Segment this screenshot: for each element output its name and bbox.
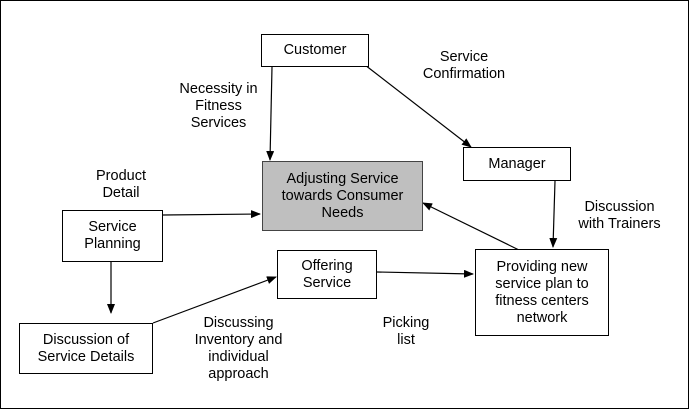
label-discussing-inventory: Discussing Inventory and individual appr… [194,315,283,382]
arrow-discussion-to-offering [152,276,277,324]
label-discussion-with-trainers: Discussion with Trainers [578,199,661,232]
arrow-customer-to-manager [364,64,472,148]
label-necessity-in-fitness-services: Necessity in Fitness Services [179,81,258,131]
node-customer: Customer [261,34,369,67]
label-product-detail: Product Detail [96,168,146,201]
node-offering-service: Offering Service [277,250,377,299]
node-discussion-of-service-details: Discussion of Service Details [19,323,153,374]
node-providing-service-plan: Providing new service plan to fitness ce… [475,249,609,336]
arrow-planning-to-central [162,210,261,219]
label-picking-list: Picking list [382,315,430,348]
node-adjusting-service: Adjusting Service towards Consumer Needs [262,161,423,231]
arrow-providing-to-central [422,202,520,251]
label-service-confirmation: Service Confirmation [422,49,506,82]
arrow-customer-to-central [266,66,275,161]
node-manager: Manager [463,147,571,181]
node-service-planning: Service Planning [62,210,163,262]
arrow-manager-to-providing [549,180,558,248]
arrow-offering-to-providing [376,269,474,278]
